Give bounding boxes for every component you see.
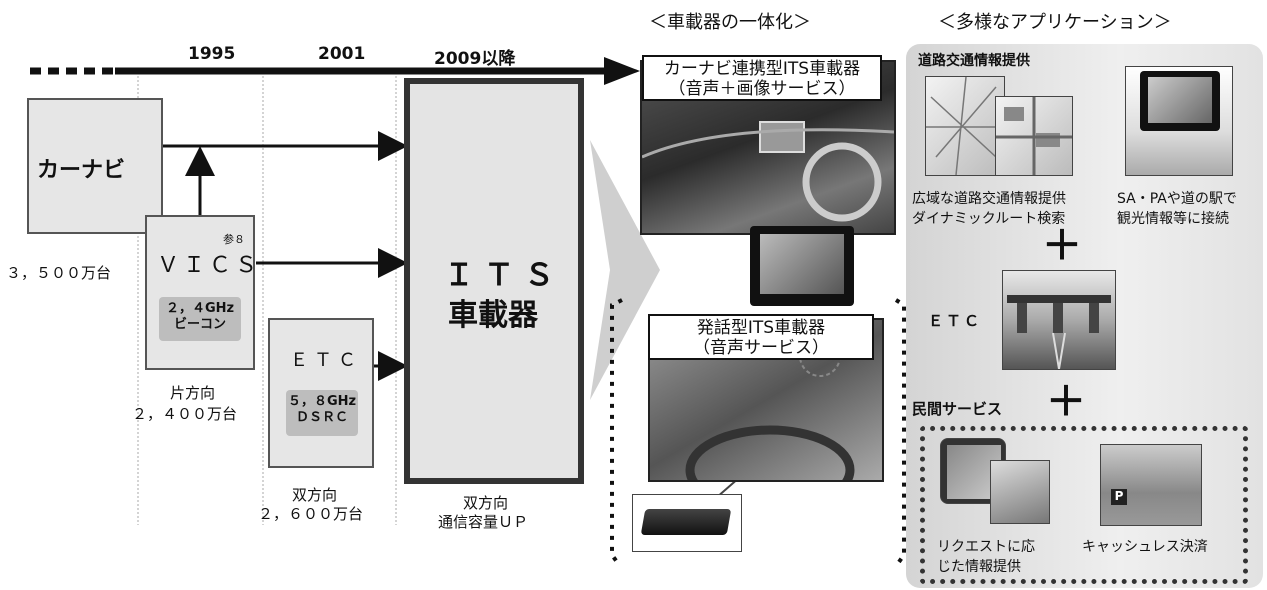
its-line2: 車載器 [448,298,538,333]
private-cap2: キャッシュレス決済 [1082,539,1208,555]
vics-tech: ビーコン [173,317,226,332]
parking-thumb: P [1100,444,1202,526]
vics-sub: ２，４GHz ビーコン [159,297,241,341]
map-icon [926,76,1004,176]
private-cap1-line2: じた情報提供 [937,559,1021,575]
etc-box: ＥＴＣ ５，８GHz ＤＳＲＣ [268,318,374,468]
integration-chevron [590,140,660,400]
car-dashboard-icon [641,121,895,222]
vics-ref: 参８ [223,233,245,246]
sa-cap2: 観光情報等に接続 [1117,211,1229,227]
plus-icon-2: ＋ [1046,379,1086,425]
private-cap1-line1: リクエストに応 [937,539,1035,555]
etc-label: ＥＴＣ [290,350,362,371]
toll-gate-icon [1007,295,1111,370]
traffic-map-thumb [995,96,1073,176]
nav-screen [750,226,854,306]
vics-box: ＶＩＣＳ 参８ ２，４GHz ビーコン [145,215,257,370]
road-info-cap1: 広域な道路交通情報提供 [912,191,1066,207]
user-photo [990,460,1050,524]
its-capacity: 通信容量ＵＰ [438,513,529,531]
etc-app-label: ＥＴＣ [928,312,983,330]
year-2001: 2001 [318,44,366,64]
etc-gate-photo [1002,270,1116,370]
onboard-unit [632,494,742,552]
device2-caption: 発話型ITS車載器 （音声サービス） [648,314,874,360]
vics-direction: 片方向 [170,384,216,402]
carnavi-count: ３，５００万台 [6,264,112,282]
etc-sub: ５，８GHz ＤＳＲＣ [286,390,358,436]
device2-line2: （音声サービス） [693,338,829,358]
etc-direction: 双方向 [292,486,338,504]
onboard-unit-icon [640,509,732,535]
device1-line1: カーナビ連携型ITS車載器 [663,59,861,79]
plus-icon-1: ＋ [1042,223,1082,269]
map-thumb [925,76,1005,176]
private-services-frame [920,426,1248,584]
bracket-right [894,298,906,568]
its-line1: ＩＴＳ [444,258,564,293]
timeline-arrowhead [604,57,640,85]
vics-band: ２，４GHz [165,301,235,316]
its-direction: 双方向 [463,494,509,512]
parking-sign-icon: P [1111,489,1127,505]
road-info-cap2: ダイナミックルート検索 [912,211,1066,227]
etc-count: ２，６００万台 [258,505,364,523]
vics-label: ＶＩＣＳ [157,253,262,278]
etc-band: ５，８GHz [287,394,357,409]
right-heading: ＜多様なアプリケーション＞ [938,12,1172,33]
center-heading: ＜車載器の一体化＞ [649,12,811,33]
device2-line1: 発話型ITS車載器 [696,318,826,338]
sa-screen-icon [1140,71,1220,131]
carnavi-box: カーナビ [27,98,163,234]
year-1995: 1995 [188,44,236,64]
device1-line2: （音声＋画像サービス） [668,79,856,99]
sa-cap1: SA・PAや道の駅で [1117,191,1237,207]
sa-thumb [1125,66,1233,176]
private-title: 民間サービス [912,400,1003,418]
carnavi-label: カーナビ [37,158,126,183]
year-2009: 2009以降 [434,49,516,69]
etc-tech: ＤＳＲＣ [295,410,348,425]
its-box: ＩＴＳ 車載器 [404,78,584,484]
road-info-title: 道路交通情報提供 [918,53,1030,69]
bracket-left [610,298,623,568]
device1-caption: カーナビ連携型ITS車載器 （音声＋画像サービス） [642,55,882,101]
vics-count: ２，４００万台 [132,405,238,423]
